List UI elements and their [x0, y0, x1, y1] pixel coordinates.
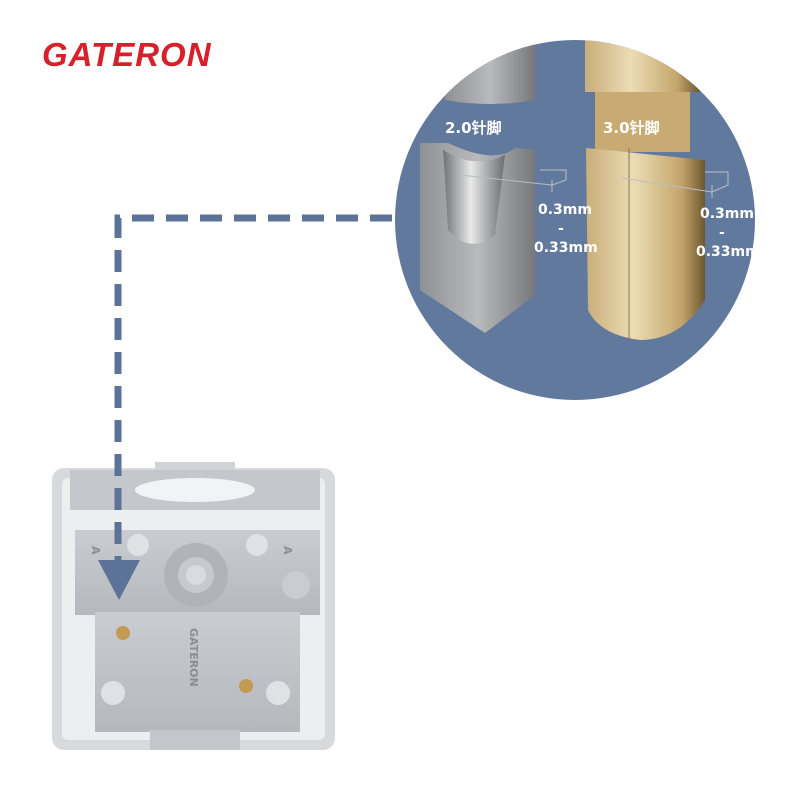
- switch-brand-text: GATERON: [187, 628, 200, 687]
- dimension-lines: [459, 169, 729, 198]
- right-dim-max: 0.33mm: [696, 244, 760, 260]
- mark-a-right: A: [281, 546, 294, 555]
- right-dim-sep: -: [719, 225, 725, 241]
- contact-pin-right: [239, 679, 253, 693]
- left-dim-sep: -: [558, 221, 564, 237]
- switch-bottom-view: A A GATERON: [52, 462, 335, 750]
- right-pin-label: 3.0针脚: [603, 119, 660, 137]
- contact-pin-left: [116, 626, 130, 640]
- gold-pin-image: [585, 40, 705, 340]
- mark-a-left: A: [89, 546, 102, 555]
- dashed-arrow-down-icon: [98, 214, 392, 600]
- left-dim-max: 0.33mm: [534, 240, 598, 256]
- gateron-logo: GATERON: [42, 36, 212, 73]
- left-dim-min: 0.3mm: [538, 202, 592, 218]
- right-dim-min: 0.3mm: [700, 206, 754, 222]
- steel-pin-image: [420, 40, 535, 333]
- pin-callout-circle: 2.0针脚 3.0针脚 0.3mm - 0.33mm 0.3mm - 0.33m…: [395, 40, 760, 400]
- left-pin-label: 2.0针脚: [445, 119, 502, 137]
